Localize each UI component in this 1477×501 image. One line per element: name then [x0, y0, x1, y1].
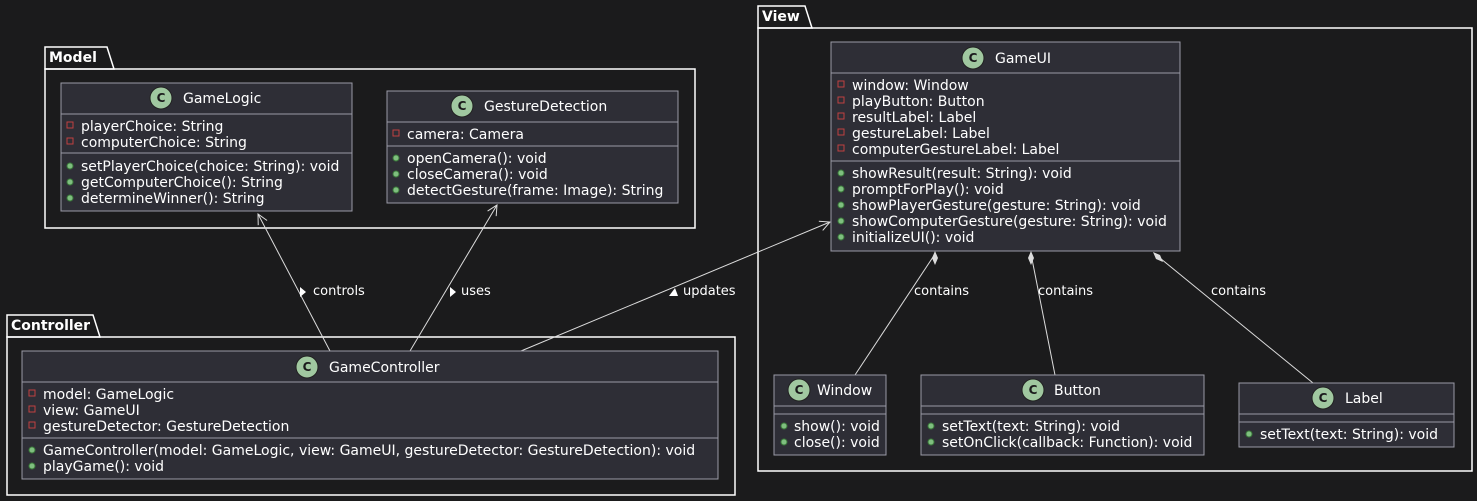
svg-text:C: C — [1029, 383, 1038, 397]
method: playGame(): void — [43, 459, 164, 475]
field: computerGestureLabel: Label — [852, 142, 1059, 158]
class-icon — [295, 355, 319, 379]
svg-text:C: C — [795, 383, 804, 397]
package-view: View — [757, 5, 1473, 472]
class-window: C Window show(): void close(): void — [773, 374, 887, 456]
class-icon — [1021, 378, 1045, 402]
method: closeCamera(): void — [407, 167, 548, 183]
edge-controls: controls — [258, 214, 365, 352]
edge-contains-button: contains — [1028, 251, 1093, 376]
method: close(): void — [794, 435, 880, 451]
class-icon — [787, 378, 811, 402]
package-controller: Controller — [6, 314, 736, 496]
field: playerChoice: String — [81, 119, 223, 135]
svg-text:C: C — [1319, 391, 1328, 405]
class-gesturedetection: C GestureDetection camera: Camera openCa… — [386, 90, 679, 204]
field: gestureDetector: GestureDetection — [43, 419, 289, 435]
edge-label-controls: controls — [313, 284, 365, 299]
edge-updates: updates — [520, 222, 830, 352]
class-name: GameUI — [995, 51, 1051, 67]
class-icon — [450, 94, 474, 118]
edge-uses: uses — [409, 205, 497, 352]
edge-contains-label: contains — [1153, 252, 1314, 384]
class-gameui: C GameUI window: Window playButton: Butt… — [830, 41, 1181, 252]
field: playButton: Button — [852, 94, 985, 110]
method: showPlayerGesture(gesture: String): void — [852, 198, 1141, 214]
method: openCamera(): void — [407, 151, 547, 167]
method: showResult(result: String): void — [852, 166, 1072, 182]
field: computerChoice: String — [81, 135, 247, 151]
class-name: GestureDetection — [484, 99, 607, 115]
field: model: GameLogic — [43, 387, 174, 403]
field: camera: Camera — [407, 127, 524, 143]
method: setOnClick(callback: Function): void — [942, 435, 1192, 451]
method: determineWinner(): String — [81, 191, 265, 207]
edge-label-contains-window: contains — [914, 284, 969, 299]
class-name: Label — [1345, 391, 1383, 407]
method: setPlayerChoice(choice: String): void — [81, 159, 339, 175]
edge-label-uses: uses — [461, 284, 491, 299]
field: gestureLabel: Label — [852, 126, 990, 142]
field: resultLabel: Label — [852, 110, 976, 126]
method: getComputerChoice(): String — [81, 175, 283, 191]
class-icon — [961, 46, 985, 70]
method: setText(text: String): void — [1260, 427, 1438, 443]
svg-text:C: C — [157, 91, 166, 105]
method: setText(text: String): void — [942, 419, 1120, 435]
class-gamelogic: C GameLogic playerChoice: String compute… — [60, 82, 353, 212]
svg-text:C: C — [303, 360, 312, 374]
class-icon — [149, 86, 173, 110]
package-view-title: View — [762, 9, 800, 25]
package-controller-title: Controller — [11, 318, 90, 334]
method: detectGesture(frame: Image): String — [407, 183, 663, 199]
svg-text:C: C — [458, 99, 467, 113]
edge-label-contains-label: contains — [1211, 284, 1266, 299]
package-model: Model — [44, 46, 696, 229]
edge-label-contains-button: contains — [1038, 284, 1093, 299]
class-label: C Label setText(text: String): void — [1238, 382, 1455, 448]
class-gamecontroller: C GameController model: GameLogic view: … — [21, 350, 719, 480]
class-button: C Button setText(text: String): void set… — [920, 374, 1205, 456]
class-name: GameController — [329, 360, 440, 376]
svg-text:C: C — [969, 51, 978, 65]
class-name: Button — [1054, 383, 1101, 399]
method: GameController(model: GameLogic, view: G… — [43, 443, 695, 459]
package-model-title: Model — [49, 50, 97, 66]
method: promptForPlay(): void — [852, 182, 1004, 198]
field: view: GameUI — [43, 403, 140, 419]
method: showComputerGesture(gesture: String): vo… — [852, 214, 1167, 230]
edge-contains-window: contains — [854, 251, 969, 376]
class-icon — [1311, 386, 1335, 410]
edge-label-updates: updates — [683, 284, 736, 299]
class-name: Window — [817, 383, 872, 399]
method: initializeUI(): void — [852, 230, 974, 246]
field: window: Window — [852, 78, 969, 94]
class-name: GameLogic — [183, 91, 261, 107]
method: show(): void — [794, 419, 880, 435]
